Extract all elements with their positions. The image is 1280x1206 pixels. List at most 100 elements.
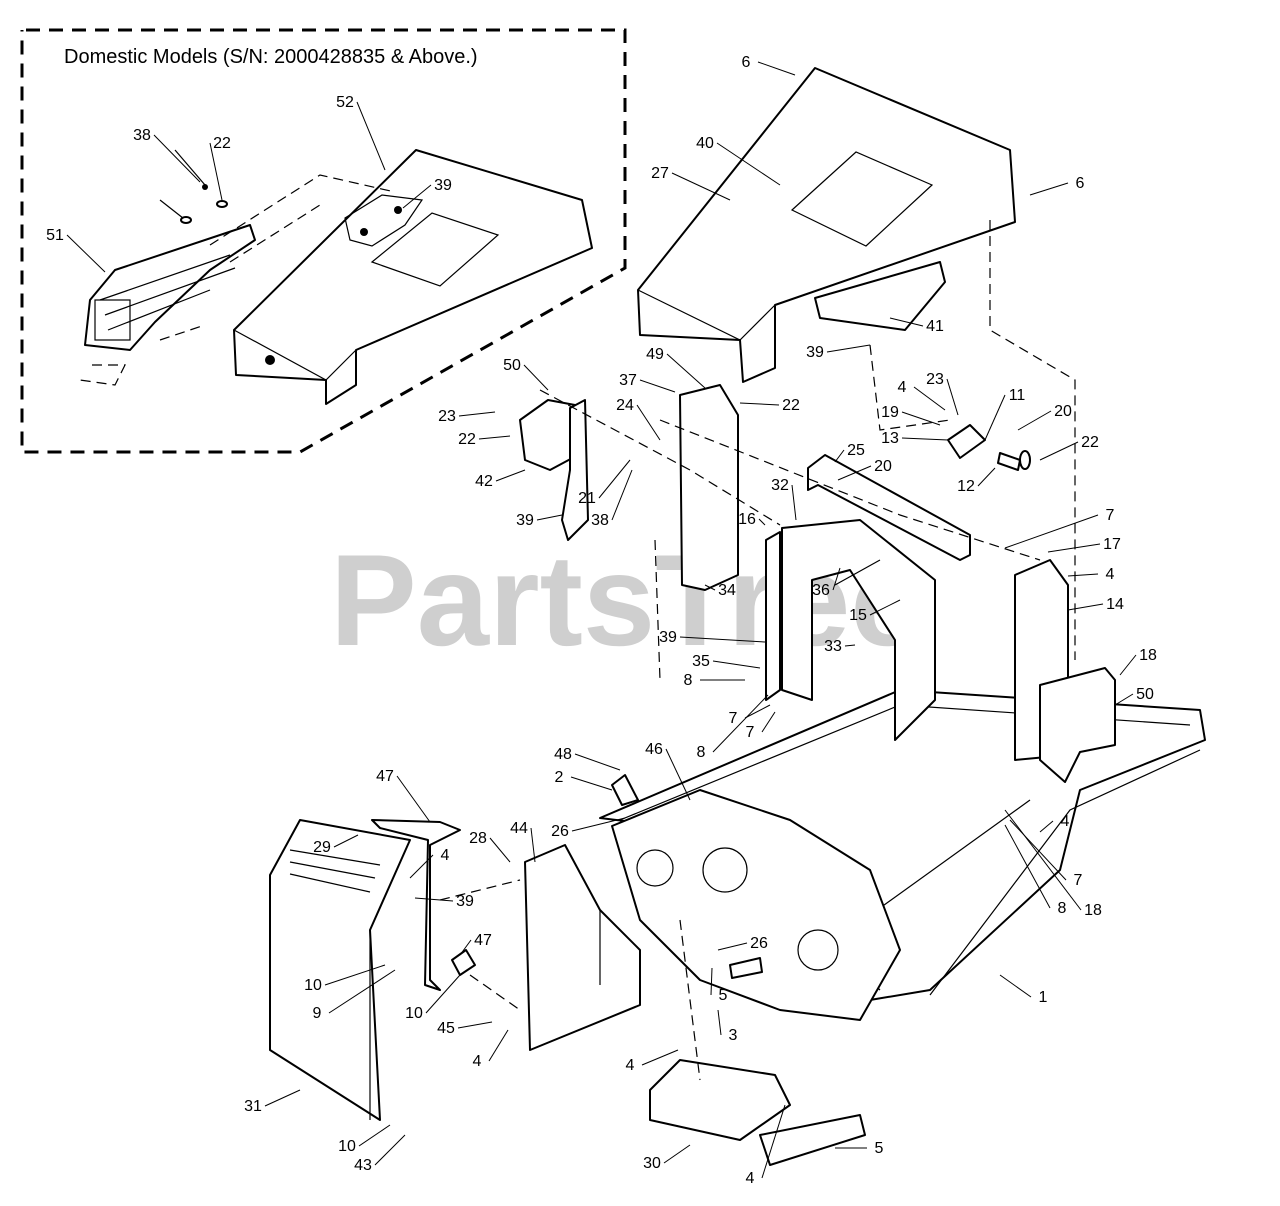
part-callout-23[interactable]: 23	[438, 408, 456, 425]
leader-line	[666, 353, 706, 389]
part-28-cover[interactable]	[524, 844, 641, 1051]
part-callout-30[interactable]: 30	[643, 1155, 661, 1172]
part-callout-49[interactable]: 49	[646, 346, 664, 363]
part-callout-3[interactable]: 3	[729, 1027, 738, 1044]
part-callout-43[interactable]: 43	[354, 1157, 372, 1174]
part-callout-17[interactable]: 17	[1103, 536, 1121, 553]
part-callout-4[interactable]: 4	[746, 1170, 755, 1187]
part-callout-8[interactable]: 8	[684, 672, 693, 689]
part-52-hood[interactable]	[233, 149, 593, 405]
leader-line	[324, 964, 386, 986]
part-callout-36[interactable]: 36	[812, 582, 830, 599]
part-callout-39[interactable]: 39	[434, 177, 452, 194]
part-35-arch-plate[interactable]	[781, 519, 936, 741]
part-callout-32[interactable]: 32	[771, 477, 789, 494]
part-callout-44[interactable]: 44	[510, 820, 528, 837]
part-callout-46[interactable]: 46	[645, 741, 663, 758]
part-callout-8[interactable]: 8	[697, 744, 706, 761]
part-callout-41[interactable]: 41	[926, 318, 944, 335]
part-callout-4[interactable]: 4	[473, 1053, 482, 1070]
part-48-right-panel[interactable]	[1039, 667, 1116, 783]
part-callout-7[interactable]: 7	[1074, 872, 1083, 889]
part-callout-20[interactable]: 20	[874, 458, 892, 475]
part-callout-10[interactable]: 10	[304, 977, 322, 994]
part-callout-22[interactable]: 22	[782, 397, 800, 414]
part-29-rear-post[interactable]	[371, 819, 461, 991]
part-callout-10[interactable]: 10	[405, 1005, 423, 1022]
part-callout-24[interactable]: 24	[616, 397, 634, 414]
part-callout-37[interactable]: 37	[619, 372, 637, 389]
part-callout-50[interactable]: 50	[503, 357, 521, 374]
part-callout-27[interactable]: 27	[651, 165, 669, 182]
part-callout-12[interactable]: 12	[957, 478, 975, 495]
part-37-left-upright[interactable]	[679, 384, 739, 591]
part-callout-15[interactable]: 15	[849, 607, 867, 624]
part-callout-18[interactable]: 18	[1084, 902, 1102, 919]
leader-line	[712, 694, 769, 753]
part-30-foot-bracket[interactable]	[649, 1059, 866, 1166]
part-callout-9[interactable]: 9	[313, 1005, 322, 1022]
part-2-center-plate[interactable]	[611, 789, 901, 1021]
part-callout-2[interactable]: 2	[555, 769, 564, 786]
part-callout-14[interactable]: 14	[1106, 596, 1124, 613]
part-callout-22[interactable]: 22	[213, 135, 231, 152]
part-callout-42[interactable]: 42	[475, 473, 493, 490]
part-callout-40[interactable]: 40	[696, 135, 714, 152]
part-callout-7[interactable]: 7	[729, 710, 738, 727]
part-callout-5[interactable]: 5	[875, 1140, 884, 1157]
part-41-bracket[interactable]	[814, 261, 946, 331]
part-callout-28[interactable]: 28	[469, 830, 487, 847]
part-callout-6[interactable]: 6	[742, 54, 751, 71]
part-callout-11[interactable]: 11	[1009, 387, 1026, 404]
part-callout-13[interactable]: 13	[881, 430, 899, 447]
part-callout-39[interactable]: 39	[659, 629, 677, 646]
part-callout-38[interactable]: 38	[591, 512, 609, 529]
part-callout-51[interactable]: 51	[46, 227, 64, 244]
part-callout-48[interactable]: 48	[554, 746, 572, 763]
part-callout-25[interactable]: 25	[847, 442, 865, 459]
part-callout-22[interactable]: 22	[1081, 434, 1099, 451]
part-callout-38[interactable]: 38	[133, 127, 151, 144]
part-callout-19[interactable]: 19	[881, 404, 899, 421]
part-callout-34[interactable]: 34	[718, 582, 736, 599]
part-callout-16[interactable]: 16	[738, 511, 756, 528]
part-callout-4[interactable]: 4	[1106, 566, 1115, 583]
part-callout-39[interactable]: 39	[516, 512, 534, 529]
part-callout-31[interactable]: 31	[244, 1098, 262, 1115]
part-callout-4[interactable]: 4	[441, 847, 450, 864]
part-callout-23[interactable]: 23	[926, 371, 944, 388]
part-callout-26[interactable]: 26	[750, 935, 768, 952]
part-callout-45[interactable]: 45	[437, 1020, 455, 1037]
part-32-cross-bracket[interactable]	[807, 454, 971, 561]
part-callout-22[interactable]: 22	[458, 431, 476, 448]
part-callout-10[interactable]: 10	[338, 1138, 356, 1155]
part-49-tank-bracket[interactable]	[561, 399, 589, 541]
part-callout-18[interactable]: 18	[1139, 647, 1157, 664]
part-callout-8[interactable]: 8	[1058, 900, 1067, 917]
part-callout-4[interactable]: 4	[626, 1057, 635, 1074]
part-callout-4[interactable]: 4	[898, 379, 907, 396]
part-callout-21[interactable]: 21	[578, 490, 596, 507]
part-callout-33[interactable]: 33	[824, 638, 842, 655]
latch-assembly[interactable]	[947, 424, 1031, 471]
part-callout-52[interactable]: 52	[336, 94, 354, 111]
part-callout-47[interactable]: 47	[474, 932, 492, 949]
part-callout-6[interactable]: 6	[1076, 175, 1085, 192]
part-callout-50[interactable]: 50	[1136, 686, 1154, 703]
part-51-grille[interactable]	[84, 224, 256, 351]
part-callout-35[interactable]: 35	[692, 653, 710, 670]
part-31-left-panel[interactable]	[269, 819, 411, 1121]
part-callout-7[interactable]: 7	[746, 724, 755, 741]
part-33-slim-upright[interactable]	[765, 531, 781, 701]
part-callout-29[interactable]: 29	[313, 839, 331, 856]
part-callout-39[interactable]: 39	[806, 344, 824, 361]
part-callout-26[interactable]: 26	[551, 823, 569, 840]
part-callout-1[interactable]: 1	[1039, 989, 1048, 1006]
part-callout-4[interactable]: 4	[1061, 813, 1070, 830]
part-callout-39[interactable]: 39	[456, 893, 474, 910]
part-callout-47[interactable]: 47	[376, 768, 394, 785]
part-27-top-hood[interactable]	[637, 67, 1016, 383]
part-callout-7[interactable]: 7	[1106, 507, 1115, 524]
part-callout-5[interactable]: 5	[719, 987, 728, 1004]
part-callout-20[interactable]: 20	[1054, 403, 1072, 420]
